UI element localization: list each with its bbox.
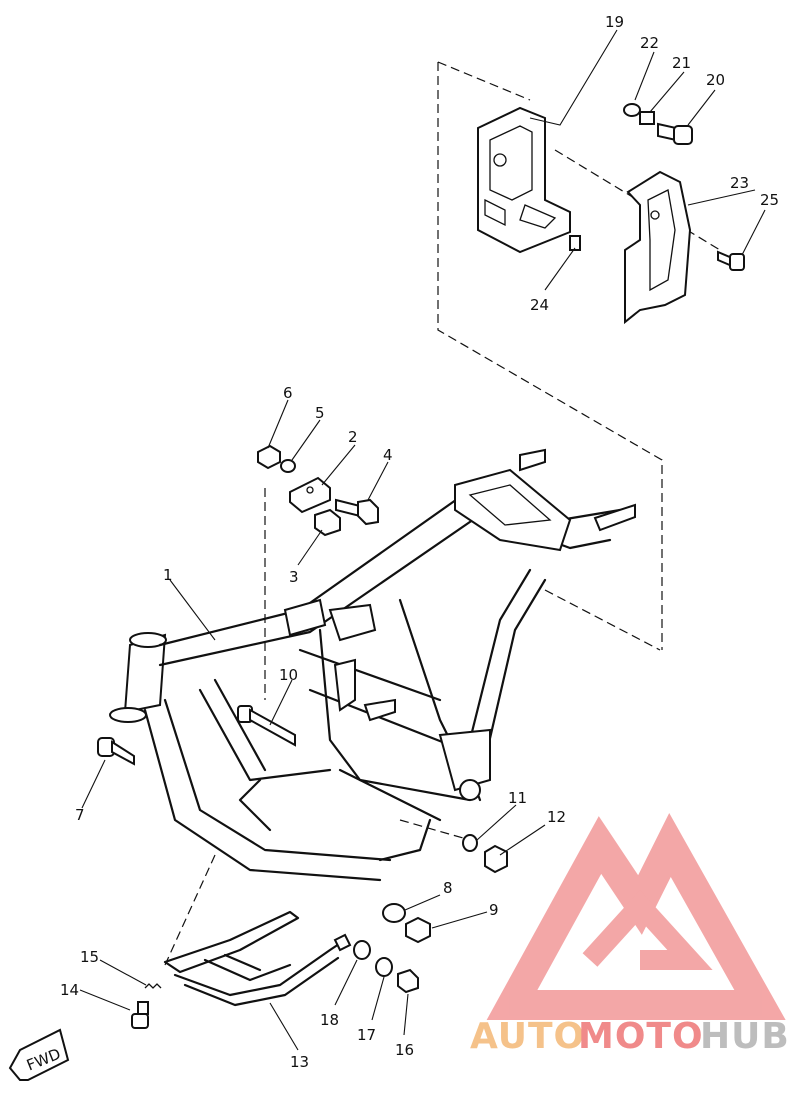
- nut-6: [257, 444, 281, 470]
- callout-13: 13: [290, 1053, 309, 1071]
- callout-11: 11: [508, 789, 527, 807]
- callout-22: 22: [640, 34, 659, 52]
- callout-5: 5: [315, 404, 325, 422]
- callout-4: 4: [383, 446, 393, 464]
- callout-labels: 1 2 3 4 5 6 7 8 9 10 11 12 13 14 15 16 1…: [60, 13, 779, 1071]
- upper-bracket-19: [477, 106, 571, 254]
- bolt-20: [657, 122, 693, 145]
- callout-20: 20: [706, 71, 725, 89]
- callout-3: 3: [289, 568, 299, 586]
- bolt-4: [335, 498, 379, 526]
- washer-22: [623, 103, 641, 117]
- callout-9: 9: [489, 901, 499, 919]
- nut-9: [405, 916, 431, 944]
- bolt-3: [314, 508, 341, 537]
- callout-10: 10: [279, 666, 298, 684]
- skid-guard-13: [163, 910, 352, 1007]
- bolt-14: [131, 1001, 149, 1029]
- spacer-24: [569, 235, 581, 251]
- plate-2: [289, 476, 331, 514]
- callout-18: 18: [320, 1011, 339, 1029]
- callout-16: 16: [395, 1041, 414, 1059]
- washer-5: [280, 459, 296, 473]
- callout-19: 19: [605, 13, 624, 31]
- watermark-logo-icon: [486, 813, 786, 1020]
- callout-12: 12: [547, 808, 566, 826]
- bolt-16: [397, 968, 419, 994]
- callout-21: 21: [672, 54, 691, 72]
- callout-23: 23: [730, 174, 749, 192]
- bolt-25: [717, 250, 745, 271]
- callout-6: 6: [283, 384, 293, 402]
- washer-17: [375, 957, 393, 977]
- main-frame-1: [109, 448, 636, 882]
- spring-15: [144, 983, 162, 989]
- callout-15: 15: [80, 948, 99, 966]
- callout-14: 14: [60, 981, 79, 999]
- callout-7: 7: [75, 806, 85, 824]
- axle-reference-line: [399, 819, 471, 841]
- nut-21: [639, 111, 655, 125]
- watermark-moto: MOTO: [578, 1016, 704, 1057]
- bracket-group-outline: [437, 61, 663, 650]
- callout-1: 1: [163, 566, 173, 584]
- bracket-reference-line: [554, 149, 721, 251]
- callout-2: 2: [348, 428, 358, 446]
- washer-11: [462, 834, 478, 852]
- bolt-10: [237, 705, 296, 747]
- mount-reference-line: [544, 589, 661, 651]
- nut-12: [484, 844, 508, 874]
- bolt-7: [97, 737, 135, 766]
- callout-17: 17: [357, 1026, 376, 1044]
- callout-24: 24: [530, 296, 549, 314]
- washer-18: [353, 940, 371, 960]
- guard-reference-line: [164, 854, 216, 966]
- callout-8: 8: [443, 879, 453, 897]
- spacer-8: [382, 903, 406, 923]
- watermark-hub: HUB: [700, 1016, 790, 1057]
- side-bracket-23: [624, 170, 692, 325]
- leader-lines: [79, 29, 766, 1051]
- watermark-auto: AUTO: [470, 1016, 585, 1057]
- watermark-text: AUTO MOTO HUB: [470, 1016, 790, 1057]
- callout-25: 25: [760, 191, 779, 209]
- fwd-arrow-icon: FWD: [8, 1028, 70, 1081]
